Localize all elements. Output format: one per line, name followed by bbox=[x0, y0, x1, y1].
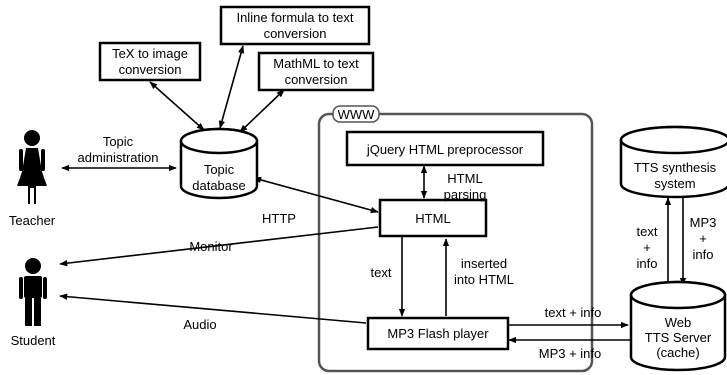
tts-mp3-line-3: info bbox=[693, 247, 714, 262]
teacher-label: Teacher bbox=[9, 213, 56, 228]
tts-synth-top bbox=[619, 125, 727, 155]
student-left-arm bbox=[19, 277, 23, 299]
jquery-label: jQuery HTML preprocessor bbox=[366, 142, 524, 157]
inserted-line-2: into HTML bbox=[454, 272, 514, 287]
http-label: HTTP bbox=[262, 211, 296, 226]
jquery-box bbox=[345, 130, 545, 167]
inline-formula-line-1: Inline formula to text bbox=[236, 10, 353, 25]
tts-mp3-line-1: MP3 bbox=[690, 215, 717, 230]
mp3-player-label: MP3 Flash player bbox=[387, 326, 489, 341]
topic-db-top bbox=[179, 127, 259, 155]
node-tex-image: TeX to image conversion bbox=[98, 41, 202, 82]
teacher-right-arm bbox=[41, 149, 45, 171]
node-jquery-preprocessor: jQuery HTML preprocessor bbox=[345, 130, 545, 167]
tts-text-line-2: + bbox=[643, 240, 651, 255]
mathml-text-box bbox=[257, 51, 375, 92]
edge-mathml-db bbox=[239, 89, 285, 133]
monitor-label: Monitor bbox=[189, 239, 233, 254]
topic-admin-line-1: Topic bbox=[103, 134, 134, 149]
node-mp3-player: MP3 Flash player bbox=[366, 316, 510, 351]
edge-inline-db bbox=[218, 45, 245, 129]
node-mathml-text: MathML to text conversion bbox=[257, 51, 375, 92]
edges bbox=[59, 45, 687, 344]
www-label: WWW bbox=[338, 107, 376, 122]
www-boundary bbox=[317, 112, 594, 373]
web-tts-line-3: (cache) bbox=[656, 345, 699, 360]
teacher-left-arm bbox=[19, 149, 23, 171]
student-figure: Student bbox=[11, 258, 56, 348]
tex-image-line-1: TeX to image bbox=[112, 46, 188, 61]
mp3-player-box bbox=[366, 316, 510, 351]
teacher-figure: Teacher bbox=[9, 130, 56, 228]
html-parsing-line-1: HTML bbox=[447, 171, 482, 186]
topic-db-line-1: Topic bbox=[204, 162, 235, 177]
inline-formula-box bbox=[219, 5, 371, 46]
inline-formula-line-2: conversion bbox=[264, 26, 327, 41]
mathml-text-line-2: conversion bbox=[285, 72, 348, 87]
text-info-label: text + info bbox=[545, 305, 602, 320]
edge-labels: Topic administration HTTP HTML parsing M… bbox=[78, 134, 717, 361]
student-left-leg bbox=[25, 298, 32, 326]
node-inline-formula: Inline formula to text conversion bbox=[219, 5, 371, 46]
node-tts-synthesis: TTS synthesis system bbox=[619, 125, 727, 199]
html-parsing-line-2: parsing bbox=[444, 187, 487, 202]
audio-label: Audio bbox=[183, 317, 216, 332]
inserted-line-1: inserted bbox=[461, 256, 507, 271]
teacher-body bbox=[17, 148, 47, 204]
html-box bbox=[378, 198, 488, 238]
www-tab bbox=[332, 105, 380, 123]
tts-text-line-3: info bbox=[637, 256, 658, 271]
html-label: HTML bbox=[415, 211, 450, 226]
tts-text-line-1: text bbox=[637, 224, 658, 239]
text-label: text bbox=[371, 265, 392, 280]
tex-image-box bbox=[98, 41, 202, 82]
tex-image-line-2: conversion bbox=[119, 62, 182, 77]
mp3-info-label: MP3 + info bbox=[539, 346, 602, 361]
student-right-leg bbox=[34, 298, 41, 326]
tts-synth-line-2: system bbox=[654, 176, 695, 191]
node-web-tts-server: Web TTS Server (cache) bbox=[629, 280, 727, 372]
web-tts-top bbox=[629, 280, 727, 310]
edge-tex-db bbox=[149, 81, 205, 131]
edge-db-html bbox=[253, 176, 379, 214]
student-torso bbox=[24, 276, 42, 298]
node-html: HTML bbox=[378, 198, 488, 238]
www-region: WWW bbox=[317, 105, 594, 373]
topic-db-line-2: database bbox=[192, 178, 246, 193]
web-tts-line-2: TTS Server bbox=[645, 330, 712, 345]
edge-html-student-monitor bbox=[59, 226, 379, 267]
tts-synth-line-1: TTS synthesis bbox=[634, 160, 717, 175]
node-topic-database: Topic database bbox=[179, 127, 259, 200]
teacher-head bbox=[24, 130, 40, 146]
student-label: Student bbox=[11, 333, 56, 348]
mathml-text-line-1: MathML to text bbox=[273, 56, 359, 71]
student-head bbox=[25, 258, 41, 274]
student-right-arm bbox=[43, 277, 47, 299]
edge-player-student-audio bbox=[59, 293, 367, 324]
web-tts-line-1: Web bbox=[665, 315, 692, 330]
topic-admin-line-2: administration bbox=[78, 150, 159, 165]
tts-mp3-line-2: + bbox=[699, 231, 707, 246]
